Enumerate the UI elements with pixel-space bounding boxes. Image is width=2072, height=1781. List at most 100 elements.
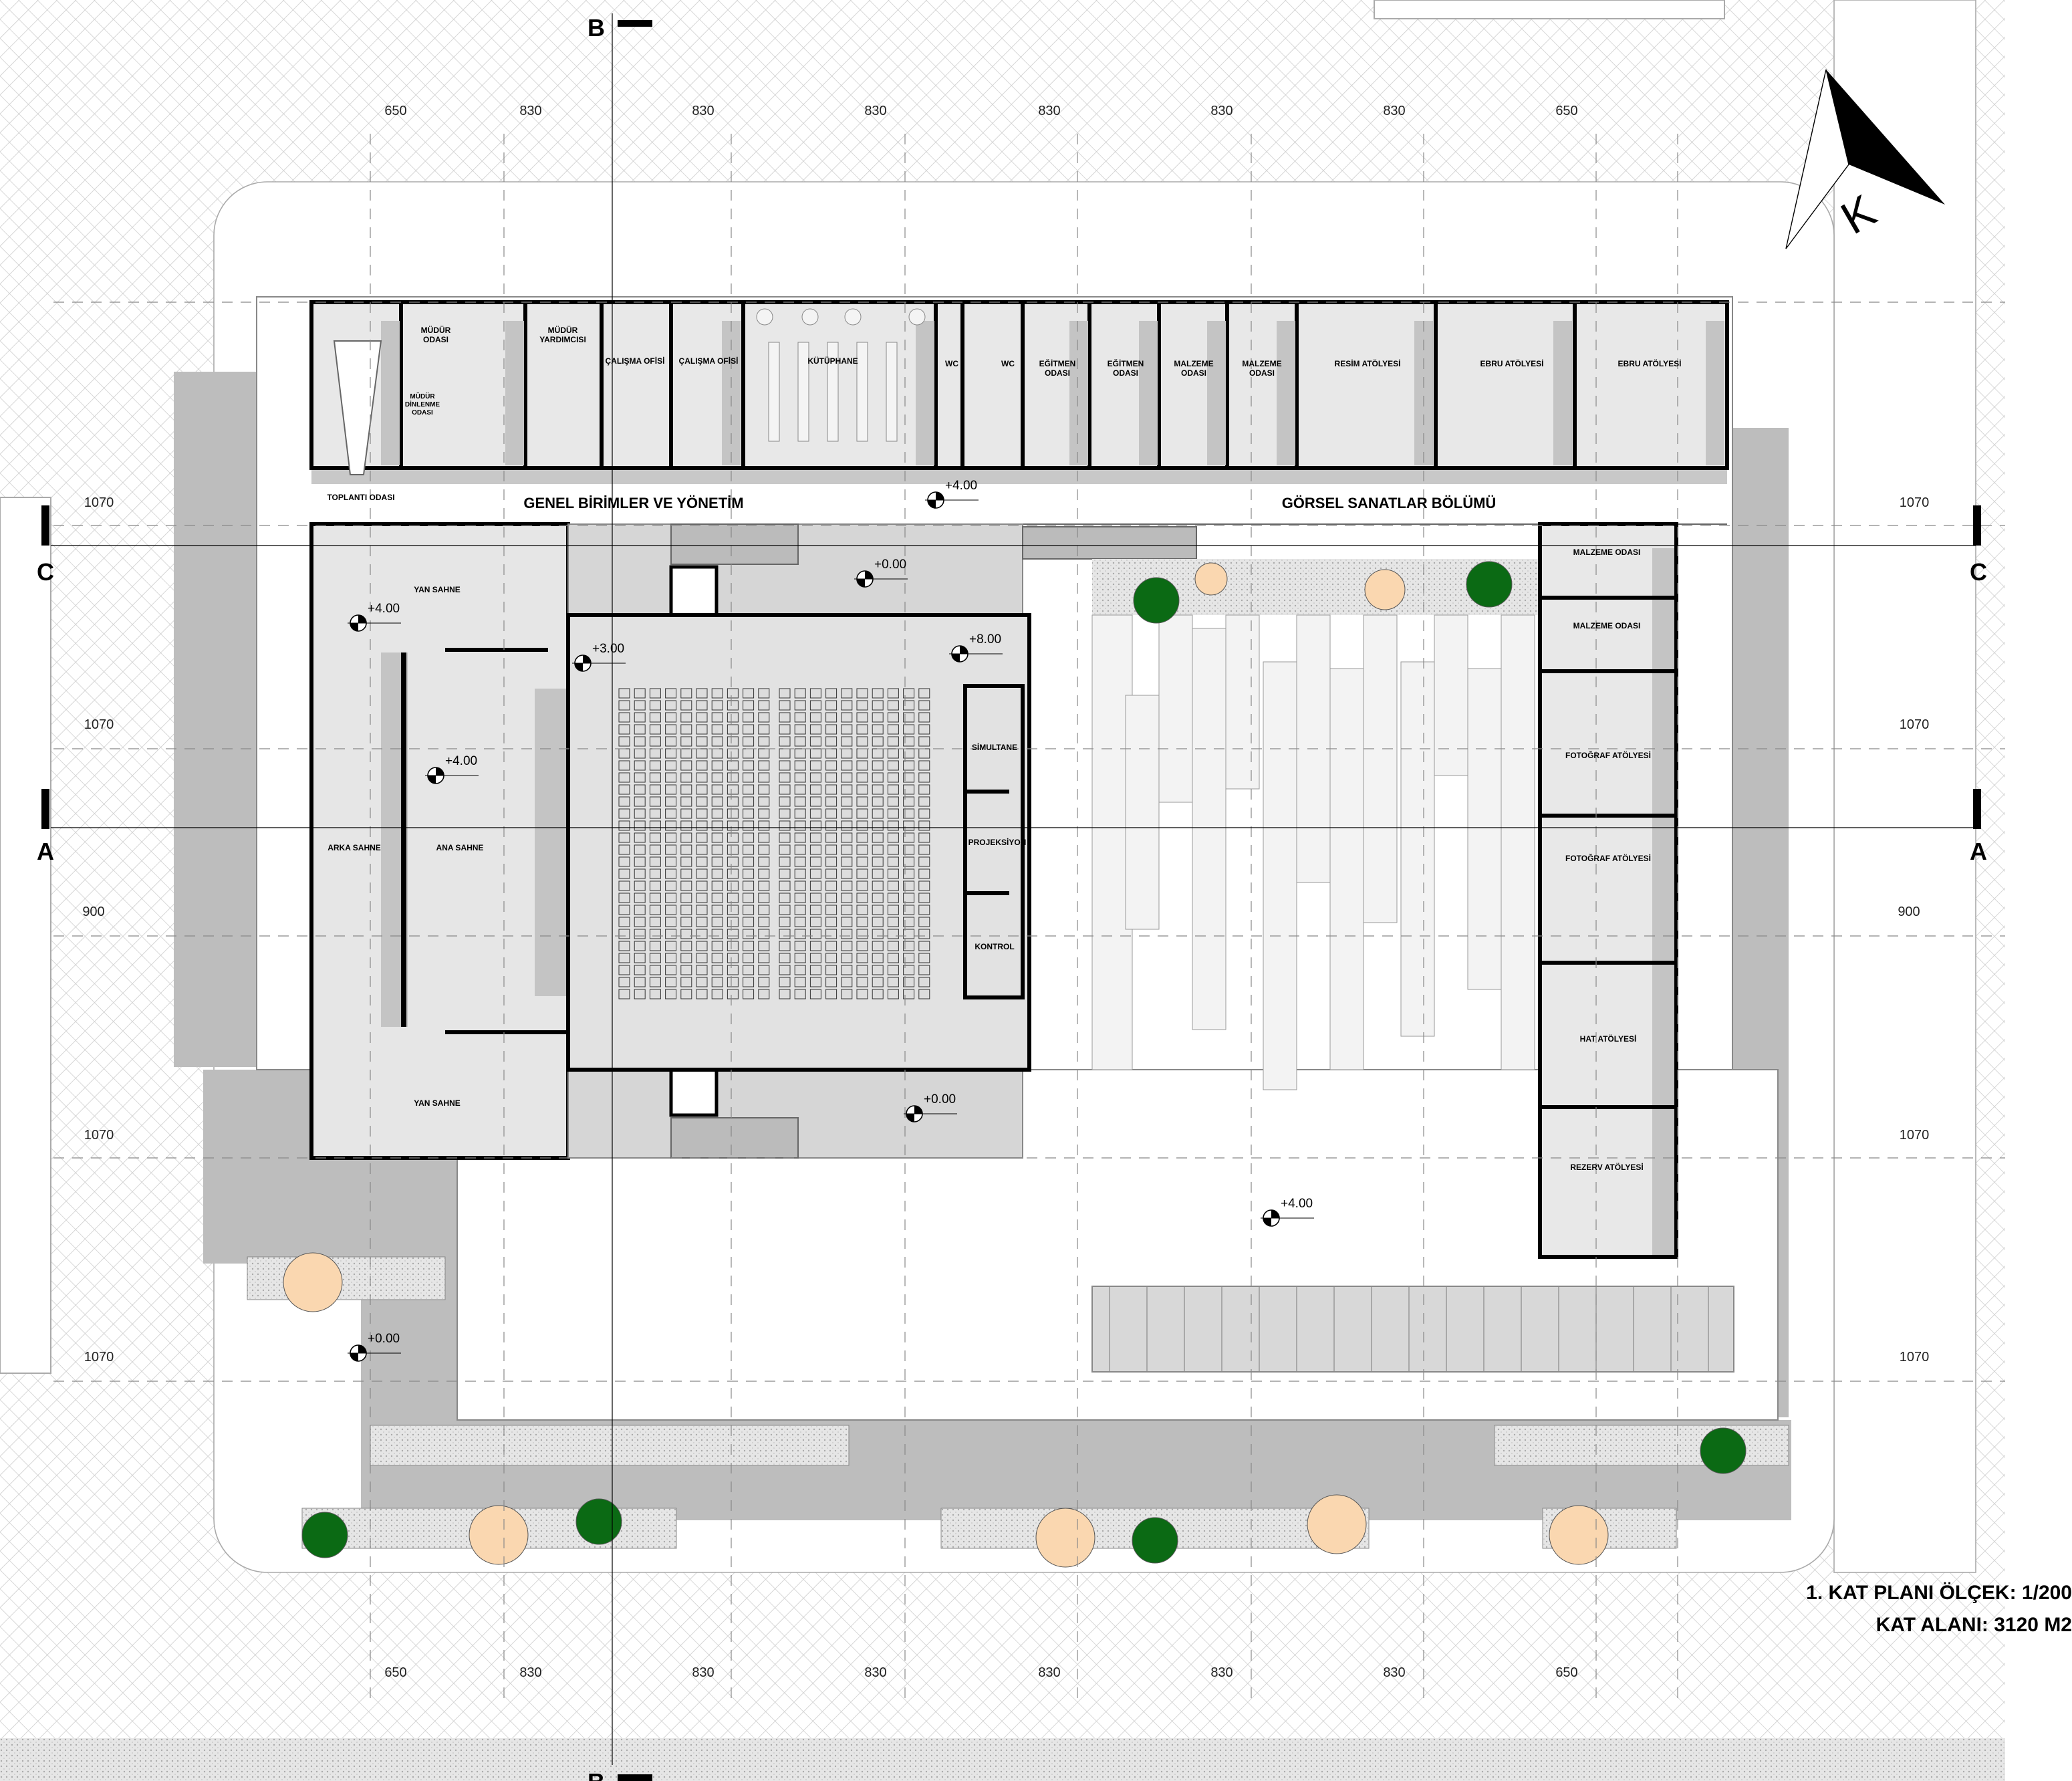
seat <box>758 856 770 867</box>
seat <box>918 880 930 891</box>
dim: 1070 <box>1900 1128 1930 1143</box>
room-label: TOPLANTI ODASI <box>327 493 394 502</box>
seat <box>779 736 791 747</box>
seat <box>680 724 692 735</box>
seat <box>809 748 821 759</box>
seat <box>634 820 646 831</box>
seat <box>903 832 915 843</box>
left-parcel <box>0 497 51 1374</box>
seat <box>727 796 739 807</box>
seat <box>918 820 930 831</box>
seat <box>841 796 853 807</box>
seat <box>727 712 739 723</box>
elevation-label: +4.00 <box>445 754 477 768</box>
seat <box>665 724 677 735</box>
seat <box>918 856 930 867</box>
seat <box>779 784 791 795</box>
seat <box>779 832 791 843</box>
seat <box>618 808 630 819</box>
seat <box>903 965 915 975</box>
seat <box>856 965 868 975</box>
seat <box>887 989 899 999</box>
tree-icon <box>301 1512 348 1558</box>
seat <box>665 905 677 915</box>
room-label: ODASI <box>423 335 448 344</box>
seat <box>887 700 899 711</box>
seat <box>918 760 930 771</box>
seat <box>758 893 770 903</box>
seat <box>856 989 868 999</box>
seat <box>696 712 708 723</box>
seat <box>903 712 915 723</box>
seat <box>903 736 915 747</box>
seat <box>794 796 806 807</box>
seat <box>743 700 755 711</box>
elevation-label: +8.00 <box>969 632 1001 646</box>
seat <box>618 712 630 723</box>
seat <box>872 977 884 987</box>
seat <box>696 893 708 903</box>
seat <box>758 748 770 759</box>
seat <box>680 929 692 939</box>
room-label: ANA SAHNE <box>436 843 484 852</box>
seat <box>794 941 806 951</box>
room-label: ODASI <box>1113 368 1138 378</box>
seat <box>727 941 739 951</box>
seat <box>841 880 853 891</box>
seat <box>903 905 915 915</box>
planter <box>247 1256 446 1300</box>
seat <box>809 905 821 915</box>
seat <box>779 712 791 723</box>
seat <box>918 941 930 951</box>
section-c-right: C <box>1970 558 1987 586</box>
seat <box>680 989 692 999</box>
seat <box>809 965 821 975</box>
seat <box>634 868 646 879</box>
seat <box>696 989 708 999</box>
seat <box>758 965 770 975</box>
seat <box>872 880 884 891</box>
seat <box>696 796 708 807</box>
seat <box>711 748 723 759</box>
tree-icon <box>469 1505 529 1565</box>
seat <box>743 712 755 723</box>
seat <box>794 953 806 963</box>
seat <box>634 712 646 723</box>
seat <box>856 977 868 987</box>
trees <box>283 561 1746 1568</box>
seat <box>887 832 899 843</box>
seat <box>743 953 755 963</box>
seat <box>856 784 868 795</box>
library-shelves <box>756 308 926 442</box>
seat <box>779 724 791 735</box>
plan-title: 1. KAT PLANI ÖLÇEK: 1/200 <box>1806 1582 2072 1604</box>
seat <box>743 941 755 951</box>
seat <box>665 748 677 759</box>
elevation-marker: +0.00 <box>904 1092 957 1122</box>
seat <box>649 772 661 783</box>
seat <box>727 856 739 867</box>
seat <box>887 760 899 771</box>
room-label: ODASI <box>1045 368 1070 378</box>
seat <box>649 700 661 711</box>
seat <box>794 724 806 735</box>
room-label: EBRU ATÖLYESİ <box>1480 358 1544 368</box>
seat <box>887 808 899 819</box>
seat <box>887 736 899 747</box>
seat <box>856 688 868 699</box>
seat <box>727 760 739 771</box>
seat <box>809 808 821 819</box>
dim: 650 <box>1555 104 1577 118</box>
seat <box>711 760 723 771</box>
room-label: ODASI <box>1181 368 1206 378</box>
seat <box>696 953 708 963</box>
seat <box>727 820 739 831</box>
seat <box>758 844 770 855</box>
seat <box>794 929 806 939</box>
elevation-label: +3.00 <box>592 642 624 656</box>
room-label: YAN SAHNE <box>414 585 461 594</box>
seat <box>809 736 821 747</box>
seat <box>743 832 755 843</box>
seat <box>634 700 646 711</box>
